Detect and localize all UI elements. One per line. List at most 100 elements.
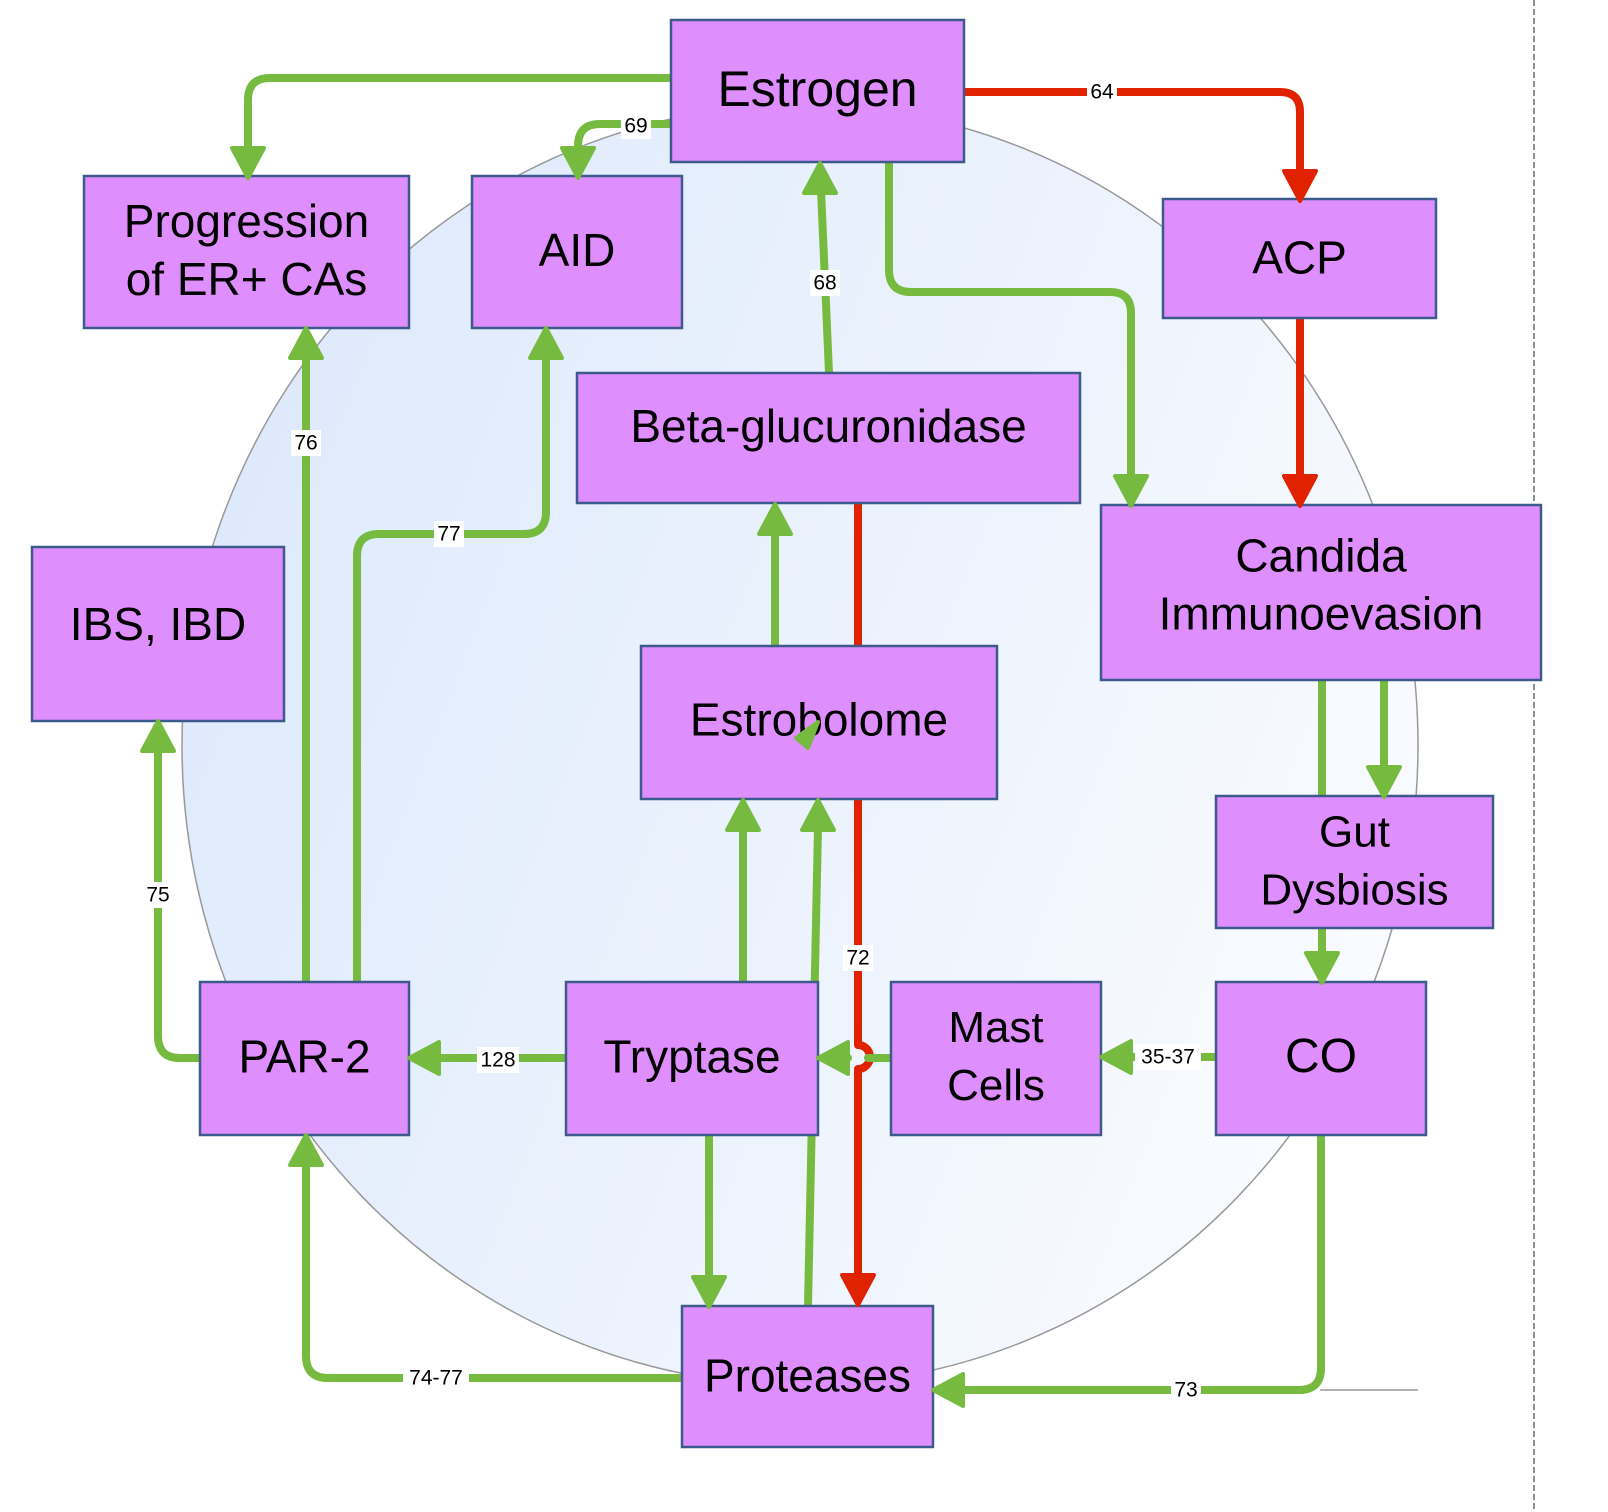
arrowhead-beta-estrogen — [802, 161, 838, 195]
node-box — [680, 1304, 935, 1449]
node-label: Estrobolome — [690, 694, 948, 746]
arrowhead-candida-co — [1304, 951, 1340, 985]
node-progression[interactable]: Progression of ER+ CAs — [82, 174, 411, 330]
arrowhead-par2-ibs — [140, 719, 176, 753]
node-label: PAR-2 — [238, 1031, 370, 1083]
edge-label-par2-progression: 76 — [291, 430, 321, 456]
node-box — [575, 371, 1082, 505]
arrowhead-mast-tryptase — [816, 1040, 850, 1076]
node-box — [1214, 980, 1428, 1137]
edges-layer — [154, 74, 1388, 1394]
edge-label-beta-estrogen: 68 — [810, 270, 840, 296]
arrowhead-co-mast — [1099, 1039, 1133, 1075]
edge-par2-ibs[interactable] — [154, 744, 208, 1062]
edge-label-text: 64 — [1090, 81, 1114, 104]
edge-label-text: 72 — [846, 947, 869, 970]
node-box — [30, 545, 286, 723]
node-box — [669, 18, 966, 164]
edge-label-bg — [810, 270, 840, 296]
node-acp[interactable]: ACP — [1161, 197, 1438, 320]
edge-label-tryptase-par2: 128 — [477, 1047, 519, 1073]
edge-label-estrogen-aid: 69 — [621, 113, 651, 139]
node-label: Estrogen — [717, 61, 917, 117]
edge-label-par2-ibs: 75 — [143, 882, 173, 908]
node-box — [198, 980, 411, 1137]
edge-label-bg — [621, 113, 651, 139]
node-par2[interactable]: PAR-2 — [198, 980, 411, 1137]
edge-label-bg — [1087, 79, 1117, 105]
node-label: Beta-glucuronidase — [630, 400, 1026, 452]
arrowhead-acp-candida — [1282, 474, 1318, 508]
arrowhead-estrobolome-beta — [757, 502, 793, 536]
edge-label-text: 73 — [1174, 1379, 1197, 1402]
node-label: Tryptase — [603, 1031, 780, 1083]
edge-estrogen-candida[interactable] — [885, 158, 1135, 482]
edge-estrogen-progression[interactable] — [244, 74, 680, 154]
node-label: Dysbiosis — [1260, 866, 1448, 915]
node-box — [1099, 503, 1543, 682]
edge-label-text: 74-77 — [409, 1367, 463, 1390]
edge-label-bg — [403, 1365, 469, 1391]
node-box — [889, 980, 1103, 1137]
node-label: IBS, IBD — [70, 598, 246, 650]
node-label: Progression — [124, 195, 369, 247]
node-proteases[interactable]: Proteases — [680, 1304, 935, 1449]
arrowhead-estrogen-progression — [230, 146, 266, 180]
node-box — [1214, 794, 1495, 930]
arrowhead-proteases-par2 — [288, 1133, 324, 1167]
arrowhead-tryptase-par2 — [407, 1040, 441, 1076]
node-aid[interactable]: AID — [470, 174, 684, 330]
arrowhead-par2-aid — [528, 326, 564, 360]
node-label: Gut — [1319, 808, 1390, 857]
edge-estrogen-acp[interactable] — [960, 88, 1304, 176]
arrowhead-par2-progression — [288, 326, 324, 360]
stray-arrowhead — [794, 720, 820, 750]
edge-label-bg — [143, 882, 173, 908]
arrowhead-co-proteases — [931, 1372, 965, 1408]
node-label: CO — [1285, 1030, 1357, 1083]
edge-label-co-mast: 35-37 — [1135, 1044, 1201, 1070]
edge-proteases-par2[interactable] — [302, 1159, 686, 1382]
edge-label-estrogen-acp: 64 — [1087, 79, 1117, 105]
node-label: of ER+ CAs — [126, 253, 368, 305]
node-beta[interactable]: Beta-glucuronidase — [575, 371, 1082, 505]
edge-label-text: 76 — [294, 432, 317, 455]
node-co[interactable]: CO — [1214, 980, 1428, 1137]
edge-label-text: 68 — [813, 272, 836, 295]
edge-label-par2-aid: 77 — [434, 521, 464, 547]
node-ibs[interactable]: IBS, IBD — [30, 545, 286, 723]
edge-estrogen-aid[interactable] — [574, 120, 680, 154]
edge-co-proteases[interactable] — [956, 1131, 1325, 1394]
node-box — [564, 980, 820, 1137]
edge-label-text: 75 — [146, 884, 169, 907]
edge-label-bg — [477, 1047, 519, 1073]
labels-layer: 69 64 68 72 35-37 128 73 74-77 75 76 77 — [143, 79, 1201, 1403]
edge-label-co-proteases: 73 — [1171, 1377, 1201, 1403]
node-label: ACP — [1252, 232, 1347, 284]
edge-label-proteases-par2: 74-77 — [403, 1365, 469, 1391]
arrowhead-estrogen-aid — [560, 146, 596, 180]
arrowhead-estrogen-acp — [1282, 169, 1318, 203]
edge-label-text: 35-37 — [1141, 1046, 1195, 1069]
node-label: Cells — [947, 1061, 1045, 1110]
arrowhead-beta-proteases — [840, 1273, 876, 1307]
edge-label-bg — [843, 945, 873, 971]
node-tryptase[interactable]: Tryptase — [564, 980, 820, 1137]
edge-label-text: 69 — [624, 115, 647, 138]
node-box — [82, 174, 411, 330]
edge-label-bg — [1171, 1377, 1201, 1403]
arrows-layer — [140, 146, 1402, 1408]
node-estrogen[interactable]: Estrogen — [669, 18, 966, 164]
node-label: Candida — [1235, 530, 1407, 582]
arrowhead-tryptase-proteases — [691, 1275, 727, 1309]
edge-label-text: 77 — [437, 523, 460, 546]
node-label: Immunoevasion — [1159, 588, 1484, 640]
edge-label-bg — [434, 521, 464, 547]
node-label: AID — [539, 224, 616, 276]
arrowhead-candida-gut — [1366, 765, 1402, 799]
